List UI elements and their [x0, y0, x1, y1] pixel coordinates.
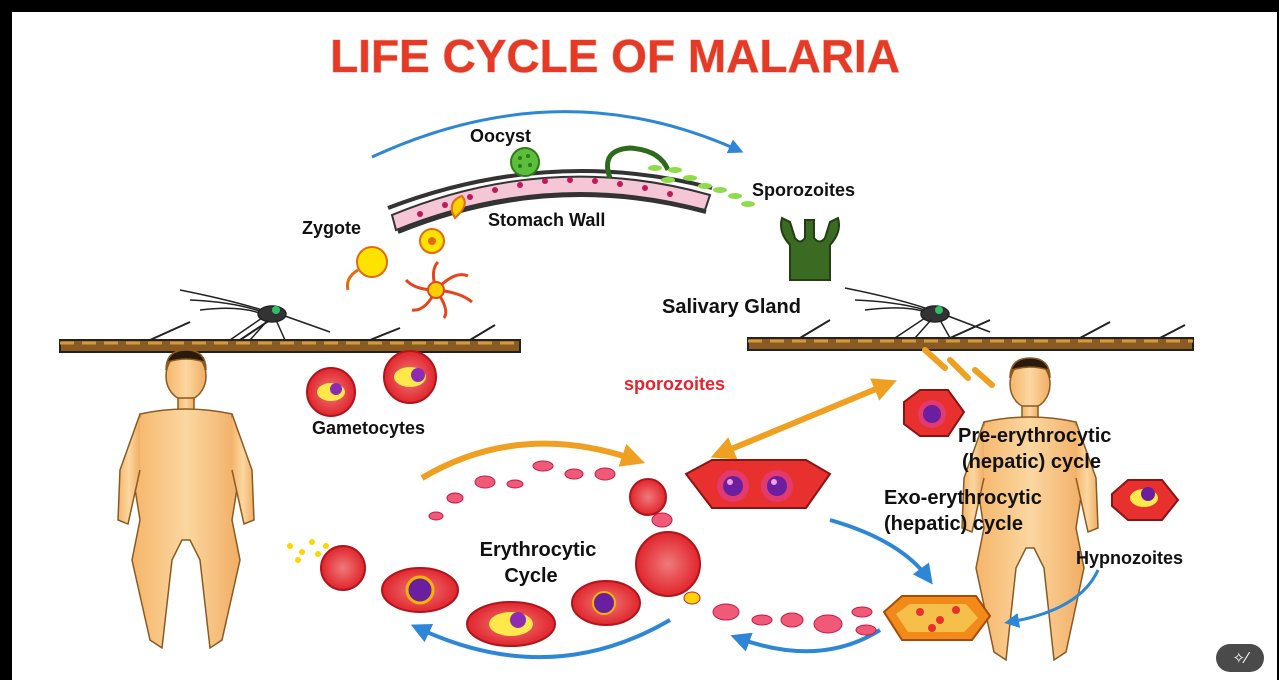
salivary-gland — [781, 218, 839, 280]
zygote-cell — [357, 247, 387, 277]
red-blood-cell — [630, 479, 666, 515]
label-exo-erythrocytic: Exo-erythrocytic — [884, 487, 1042, 509]
label-stomach-wall: Stomach Wall — [488, 210, 605, 230]
label-pre-erythrocytic-2: (hepatic) cycle — [962, 451, 1101, 473]
label-salivary-gland: Salivary Gland — [662, 296, 801, 318]
injection-arrows — [925, 350, 992, 385]
bursting-rbc — [287, 539, 365, 590]
gametocyte-cell-2 — [384, 351, 436, 403]
gametocyte-cell-1 — [307, 368, 355, 416]
ring-stage-2 — [382, 568, 458, 612]
ring-stage-1 — [572, 581, 640, 625]
label-cycle: Cycle — [504, 565, 557, 587]
skin-surface-left — [60, 320, 520, 352]
merozoite-trail-bottom — [684, 592, 876, 635]
human-left — [118, 350, 254, 648]
label-hypnozoites: Hypnozoites — [1076, 548, 1183, 568]
hypnozoite-cell — [1112, 480, 1178, 520]
magic-wand-button[interactable]: ✧⁄ — [1216, 644, 1264, 672]
page-title: LIFE CYCLE OF MALARIA — [330, 30, 900, 82]
label-zygote: Zygote — [302, 218, 361, 238]
red-blood-cell-large — [636, 532, 700, 596]
malaria-life-cycle-diagram: LIFE CYCLE OF MALARIA — [12, 12, 1277, 680]
label-erythrocytic: Erythrocytic — [480, 539, 597, 561]
label-pre-erythrocytic: Pre-erythrocytic — [958, 425, 1111, 447]
mosquito-stage-arrow — [372, 112, 738, 157]
oocyst-cell — [511, 148, 539, 176]
label-oocyst: Oocyst — [470, 126, 531, 146]
magic-wand-icon: ✧⁄ — [1216, 644, 1264, 672]
ruptured-liver-cell — [884, 596, 990, 640]
label-sporozoites-blood: sporozoites — [624, 374, 725, 394]
label-gametocytes: Gametocytes — [312, 418, 425, 438]
hepatocyte-infected — [904, 390, 964, 436]
trophozoite-cell — [467, 602, 555, 646]
label-exo-erythrocytic-2: (hepatic) cycle — [884, 513, 1023, 535]
mosquito-left — [180, 290, 330, 340]
diagram-frame: LIFE CYCLE OF MALARIA — [12, 12, 1277, 680]
sporozoite-liver-arrow — [724, 384, 888, 452]
liver-cell-schizont — [686, 460, 830, 508]
label-sporozoites-mosquito: Sporozoites — [752, 180, 855, 200]
